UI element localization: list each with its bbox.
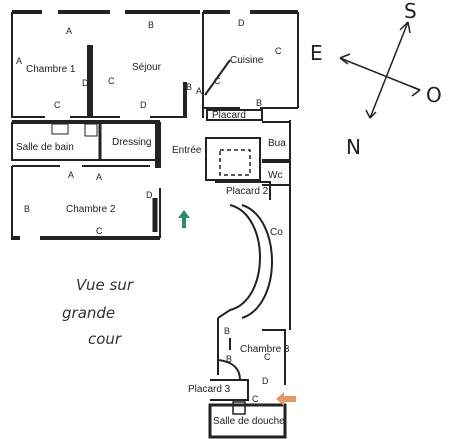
arrow-s-icon [399, 21, 411, 34]
label-bua: Bua [268, 138, 286, 149]
entrance-arrow-orange-icon [276, 392, 296, 406]
wall-letter: A [66, 26, 72, 36]
wall-letter: C [96, 226, 103, 236]
label-salle-de-douche: Salle de douche [213, 416, 285, 427]
label-chambre2: Chambre 2 [66, 204, 116, 215]
label-dressing: Dressing [112, 137, 151, 148]
compass-axis-eo [339, 57, 421, 91]
wall-letter: A [16, 56, 22, 66]
wall-letter: D [140, 100, 147, 110]
wall-letter: D [82, 78, 89, 88]
note-line: cour [88, 330, 122, 348]
wall-letter: B [256, 98, 262, 108]
compass-n: N [346, 135, 361, 159]
compass-o: O [426, 83, 442, 107]
label-co: Co [270, 227, 283, 238]
compass-e: E [310, 41, 323, 65]
label-entree: Entrée [172, 145, 202, 156]
note-line: Vue sur [76, 276, 134, 294]
wall-letters: A B D A C D C B C D C A B A A B D C B B … [16, 18, 282, 404]
room-labels: Chambre 1 Séjour Cuisine Placard Salle d… [16, 55, 290, 427]
compass-axis-ns [369, 21, 409, 119]
handwritten-note: Vue sur grande cour [62, 276, 134, 348]
entrance-arrow-green-icon [178, 210, 190, 228]
compass: S E O N [310, 0, 442, 159]
note-line: grande [62, 304, 115, 322]
wall-letter: C [252, 394, 259, 404]
label-placard3: Placard 3 [188, 384, 231, 395]
arrow-o-icon [409, 85, 421, 97]
wall-letter: B [24, 204, 30, 214]
label-salle-de-bain: Salle de bain [16, 142, 74, 153]
wall-letter: D [146, 190, 153, 200]
label-placard: Placard [212, 110, 246, 121]
label-wc: Wc [268, 170, 282, 181]
wall-letter: B [226, 354, 232, 364]
compass-s: S [404, 0, 417, 23]
walls [11, 10, 299, 439]
label-chambre3: Chambre 3 [240, 344, 290, 355]
label-chambre1: Chambre 1 [26, 64, 76, 75]
wall-letter: D [262, 376, 269, 386]
arrow-e-icon [339, 53, 351, 65]
wall-letter: B [186, 82, 192, 92]
wall-letter: A [68, 170, 74, 180]
wall-letter: C [264, 352, 271, 362]
wall-letter: D [238, 18, 245, 28]
wall-letter: B [148, 20, 154, 30]
label-cuisine: Cuisine [230, 55, 264, 66]
wall-letter: A [196, 86, 202, 96]
wall-letter: C [275, 46, 282, 56]
label-sejour: Séjour [132, 62, 162, 73]
wall-letter: C [54, 100, 61, 110]
wall-letter: A [96, 172, 102, 182]
wall-letter: C [108, 76, 115, 86]
label-placard2: Placard 2 [226, 186, 269, 197]
wall-letter: B [224, 326, 230, 336]
wall-letter: C [214, 76, 221, 86]
arrow-n-icon [365, 109, 377, 119]
